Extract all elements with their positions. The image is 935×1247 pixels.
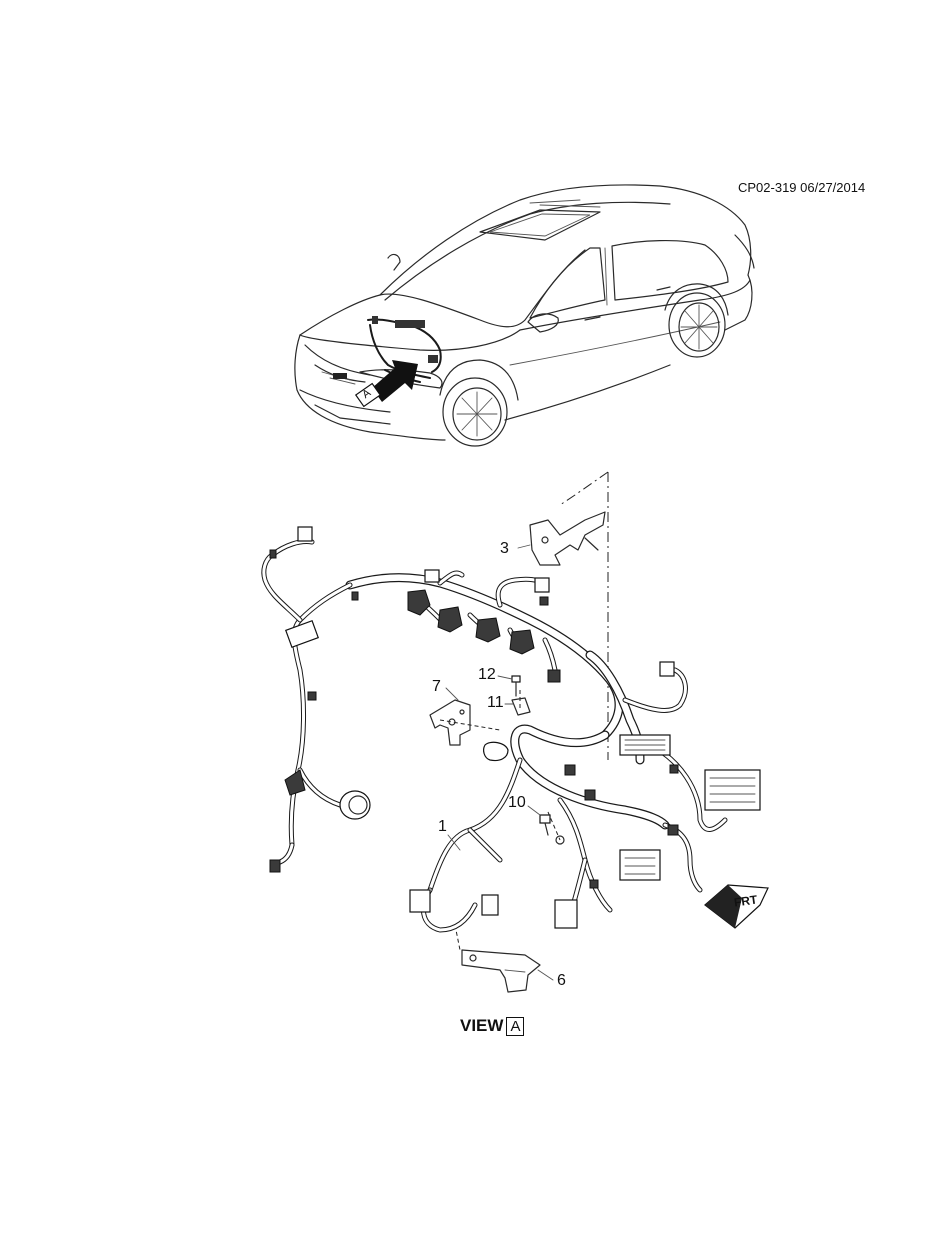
callout-7: 7 <box>432 678 441 695</box>
bracket-6 <box>461 949 541 993</box>
bolt-10 <box>539 814 565 845</box>
grommet <box>284 619 371 820</box>
view-a-caption: VIEW A <box>460 1016 525 1036</box>
callout-1: 1 <box>438 818 447 835</box>
coil-connector <box>407 589 535 655</box>
harness-connector <box>269 526 761 929</box>
view-marker-box: A <box>506 1016 525 1036</box>
bracket-3 <box>529 511 606 566</box>
callout-6: 6 <box>557 972 566 989</box>
callout-3: 3 <box>500 540 509 557</box>
view-label: VIEW <box>460 1016 504 1035</box>
callout-12: 12 <box>478 666 496 683</box>
view-a-arrow <box>354 360 418 408</box>
clip-11 <box>511 697 531 716</box>
callout-11: 11 <box>487 694 504 711</box>
harness-detail <box>261 471 769 993</box>
front-direction-arrow <box>704 884 769 929</box>
callout-10: 10 <box>508 794 526 811</box>
vehicle-illustration <box>294 184 755 447</box>
bracket-7 <box>429 699 471 746</box>
bolt-12 <box>511 675 521 697</box>
drawing-reference: CP02-319 06/27/2014 <box>738 180 866 195</box>
